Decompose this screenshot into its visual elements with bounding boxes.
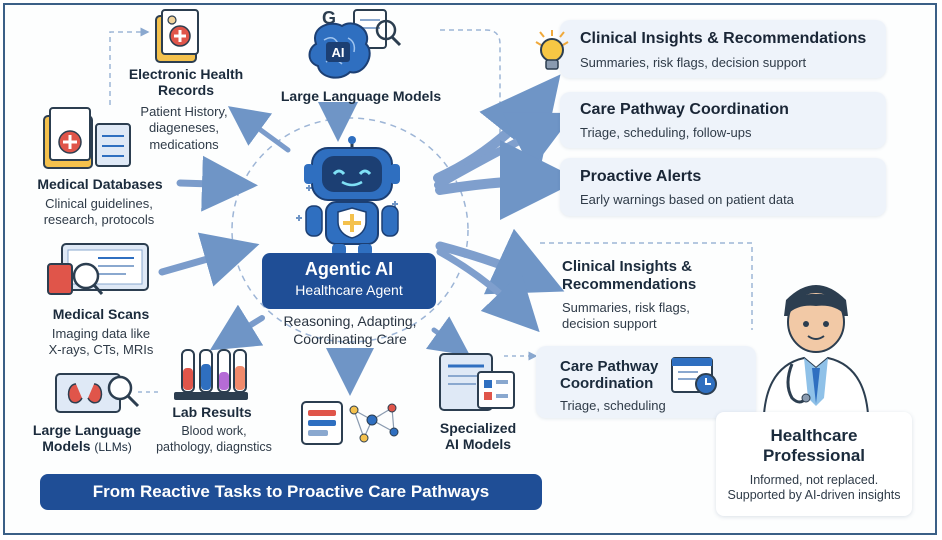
medical-scans-desc-line1: Imaging data like <box>51 326 151 341</box>
ehr-title-line1: Electronic Health <box>128 66 244 82</box>
professional-care-title-line1: Care Pathway <box>560 358 659 375</box>
professional-insights-title: Clinical Insights & Recommendations <box>562 258 752 294</box>
output-card-title: Clinical Insights & Recommendations <box>580 30 867 47</box>
ehr-folder-icon <box>155 9 199 63</box>
medical-scans-description: Imaging data like X-rays, CTs, MRIs <box>32 326 170 359</box>
calendar-clock-icon <box>671 357 717 395</box>
llm-bottom-title-line1: Large Language <box>32 422 142 438</box>
ehr-title: Electronic Health Records <box>116 66 256 98</box>
professional-insights-desc-line2: decision support <box>562 316 657 332</box>
ehr-description: Patient History, diageneses, medications <box>124 104 244 153</box>
medical-scan-monitor-icon <box>47 243 149 295</box>
specialized-title-line1: Specialized <box>439 420 517 436</box>
network-graph-icon <box>301 401 399 445</box>
ehr-desc-line2: diageneses, <box>148 120 220 136</box>
llm-top-title: Large Language Models <box>280 88 442 104</box>
specialized-title: Specialized AI Models <box>420 420 536 452</box>
agent-caption-line1: Reasoning, Adapting, <box>283 313 417 329</box>
llm-bottom-title-suffix: (LLMs) <box>94 440 132 455</box>
specialized-title-line2: AI Models <box>444 436 512 453</box>
lab-results-desc-line2: pathology, diagnstics <box>156 439 272 454</box>
medical-databases-description: Clinical guidelines, research, protocols <box>24 196 174 229</box>
output-card-desc: Summaries, risk flags, decision support <box>580 55 807 70</box>
ehr-desc-line3: medications <box>149 136 219 152</box>
agent-caption: Reasoning, Adapting, Coordinating Care <box>252 313 448 348</box>
professional-care-title: Care Pathway Coordination <box>560 358 658 393</box>
llm-monitor-icon <box>55 373 140 413</box>
medical-databases-desc-line2: research, protocols <box>43 212 155 228</box>
professional-note-line2: Supported by AI-driven insights <box>727 488 901 503</box>
professional-care-desc: Triage, scheduling <box>560 398 666 413</box>
lab-test-tubes-icon <box>174 349 248 400</box>
professional-role-line2: Professional <box>762 446 866 466</box>
llm-bottom-title-line2-wrap: Models (LLMs) <box>22 438 152 455</box>
bottom-banner: From Reactive Tasks to Proactive Care Pa… <box>40 474 542 510</box>
output-card-title: Proactive Alerts <box>580 168 702 185</box>
professional-role-card: Healthcare Professional Informed, not re… <box>716 412 912 516</box>
ai-brain-icon: G AI <box>308 8 402 79</box>
llm-bottom-title: Large Language Models (LLMs) <box>22 422 152 455</box>
medical-databases-title: Medical Databases <box>37 176 163 192</box>
specialized-model-icon <box>439 353 515 411</box>
ehr-title-line2: Records <box>157 82 215 99</box>
output-card-proactive-alerts: Proactive Alerts Early warnings based on… <box>560 158 886 216</box>
doctor-avatar-icon <box>762 285 870 415</box>
lightbulb-icon <box>535 30 569 70</box>
lab-results-description: Blood work, pathology, diagnstics <box>150 424 278 455</box>
professional-insights: Clinical Insights & Recommendations Summ… <box>562 258 752 333</box>
llm-bottom-title-line2: Models <box>42 438 91 455</box>
output-card-desc: Early warnings based on patient data <box>580 192 794 207</box>
medical-scans-title: Medical Scans <box>52 306 150 322</box>
professional-role-title: Healthcare Professional <box>716 426 912 467</box>
professional-role-line1: Healthcare <box>770 426 858 445</box>
professional-note-line1: Informed, not replaced. <box>749 472 879 487</box>
medical-database-icon <box>43 107 131 169</box>
agent-caption-line2: Coordinating Care <box>293 330 407 347</box>
output-card-title: Care Pathway Coordination <box>580 101 789 118</box>
lab-results-desc-line1: Blood work, <box>181 424 247 438</box>
professional-insights-desc: Summaries, risk flags, decision support <box>562 300 752 333</box>
ehr-desc-line1: Patient History, <box>140 104 228 119</box>
professional-care-title-line2: Coordination <box>560 375 654 393</box>
lab-results-title: Lab Results <box>172 404 252 420</box>
professional-role-note: Informed, not replaced. Supported by AI-… <box>716 473 912 504</box>
professional-insights-desc-line1: Summaries, risk flags, <box>562 300 690 315</box>
output-card-desc: Triage, scheduling, follow-ups <box>580 125 752 140</box>
ai-badge-text: AI <box>332 45 345 60</box>
professional-insights-title-line2: Recommendations <box>562 276 697 293</box>
medical-databases-desc-line1: Clinical guidelines, <box>45 196 153 211</box>
professional-care-pathway-card: Care Pathway Coordination Triage, schedu… <box>536 346 756 418</box>
output-card-care-pathway: Care Pathway Coordination Triage, schedu… <box>560 92 886 148</box>
output-card-clinical-insights: Clinical Insights & Recommendations Summ… <box>560 20 886 78</box>
professional-insights-title-line1: Clinical Insights & <box>562 258 693 275</box>
agent-subtitle: Healthcare Agent <box>295 282 403 298</box>
medical-scans-desc-line2: X-rays, CTs, MRIs <box>48 342 154 358</box>
agent-label-box: Agentic AI Healthcare Agent <box>262 253 436 309</box>
robot-agent-icon <box>296 136 400 256</box>
agent-title: Agentic AI <box>304 259 394 279</box>
